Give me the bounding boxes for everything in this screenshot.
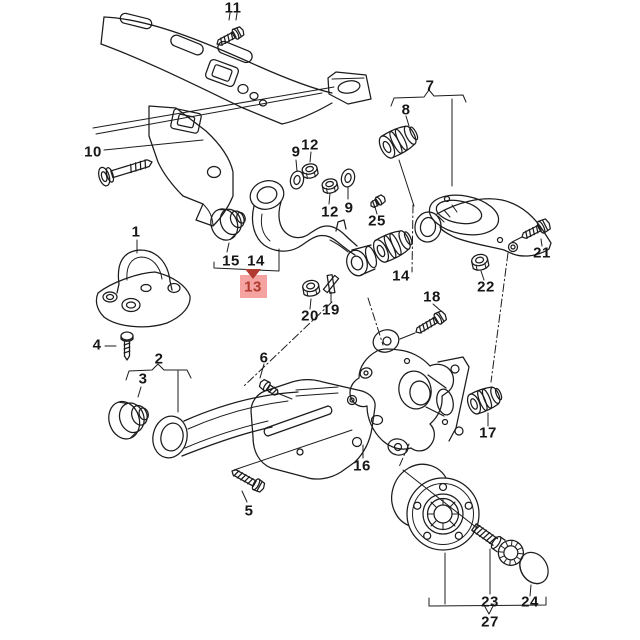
- bolt-21-axis: [511, 236, 523, 243]
- bushing-17: [466, 386, 503, 415]
- bolt-21: [521, 218, 551, 239]
- bolt-18: [415, 310, 448, 334]
- bolt-18-axis: [399, 332, 416, 340]
- washer-9-left: [289, 170, 305, 190]
- hub-bolt-23: [471, 523, 524, 566]
- highlight-box: [240, 275, 267, 298]
- nut-22: [471, 253, 490, 271]
- subframe: [92, 12, 372, 227]
- dash-dot-lines: [243, 204, 509, 468]
- eccentric-washer-19: [322, 274, 340, 294]
- bracket-15-14: [213, 248, 280, 272]
- bolt-11: [216, 26, 245, 46]
- spring-link-arm: [414, 194, 552, 257]
- bushing-15: [210, 208, 246, 241]
- highlight-arrow-icon: [245, 269, 261, 279]
- bolt-5: [231, 469, 266, 493]
- bonded-mount: [95, 249, 191, 328]
- cap-24: [519, 551, 549, 585]
- bushing-3: [108, 400, 149, 440]
- bracket-2: [125, 363, 192, 413]
- bolt-10: [98, 159, 153, 187]
- screw-4: [120, 331, 134, 361]
- upper-link-arm: [249, 180, 378, 277]
- bushing-8: [378, 125, 419, 159]
- bolt-5-axis: [233, 429, 353, 471]
- leader-lines: [103, 12, 543, 605]
- nut-12-right: [321, 178, 339, 194]
- trailing-arm: [152, 379, 376, 480]
- bolt-6-axis: [276, 392, 293, 400]
- nut-20: [302, 279, 321, 297]
- bracket-7: [390, 89, 467, 187]
- bolt-6: [258, 378, 279, 396]
- washer-9-right: [340, 168, 356, 188]
- bolt-25: [370, 194, 386, 209]
- bushing-14: [372, 230, 413, 263]
- bracket-27: [428, 596, 547, 615]
- wheel-hub: [391, 463, 480, 551]
- nut-12-left: [301, 163, 319, 179]
- wheel-bearing-housing: [349, 329, 470, 456]
